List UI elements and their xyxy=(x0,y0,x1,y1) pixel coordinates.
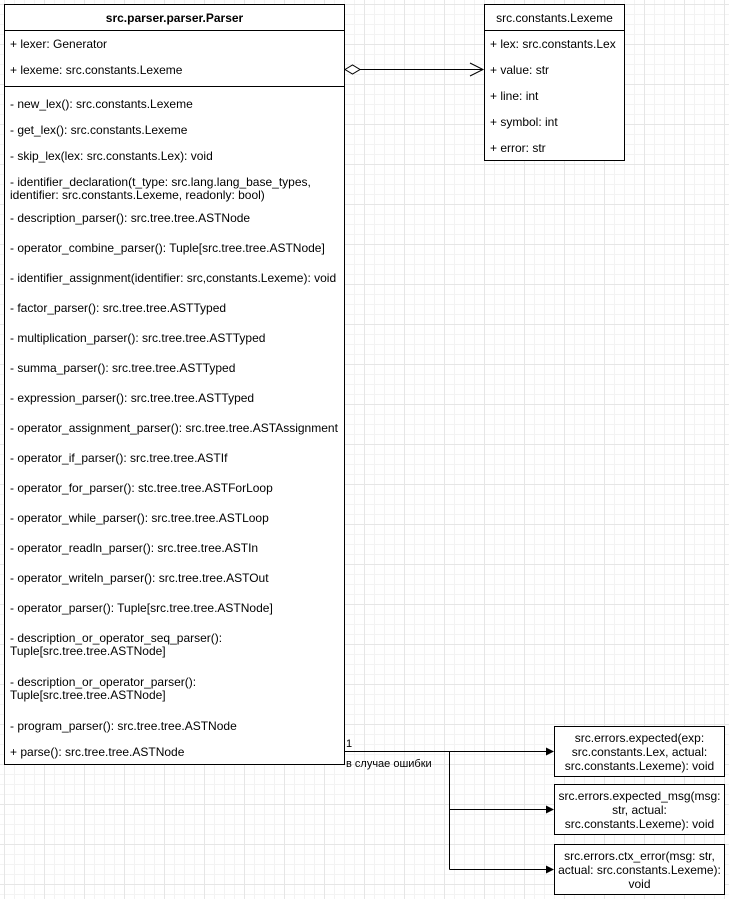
error-connector xyxy=(345,747,554,874)
parser-attribute: + lexeme: src.constants.Lexeme xyxy=(10,63,183,77)
parser-method: - operator_writeln_parser(): src.tree.tr… xyxy=(10,571,269,585)
parser-method: - description_or_operator_parser(): Tupl… xyxy=(10,675,197,702)
arrowhead xyxy=(546,865,554,874)
parser-method: - expression_parser(): src.tree.tree.AST… xyxy=(10,391,255,405)
parser-method: - description_parser(): src.tree.tree.AS… xyxy=(10,211,251,225)
parser-method: - factor_parser(): src.tree.tree.ASTType… xyxy=(10,301,227,315)
parser-method: - operator_assignment_parser(): src.tree… xyxy=(10,421,338,435)
error-expected-box[interactable]: src.errors.expected(exp: src.constants.L… xyxy=(554,726,725,777)
aggregation-diamond xyxy=(344,64,361,75)
aggregation-connector xyxy=(344,62,485,77)
parser-method: - new_lex(): src.constants.Lexeme xyxy=(10,97,193,111)
parser-method: - summa_parser(): src.tree.tree.ASTTyped xyxy=(10,361,236,375)
open-arrowhead xyxy=(469,62,485,77)
lexeme-class[interactable]: src.constants.Lexeme + lex: src.constant… xyxy=(484,4,625,161)
parser-method: - description_or_operator_seq_parser(): … xyxy=(10,631,223,658)
parser-method: - identifier_assignment(identifier: src,… xyxy=(10,271,337,285)
parser-method: - get_lex(): src.constants.Lexeme xyxy=(10,123,188,137)
lexeme-attribute: + value: str xyxy=(490,63,550,77)
parser-method: - operator_if_parser(): src.tree.tree.AS… xyxy=(10,451,228,465)
parser-method: - program_parser(): src.tree.tree.ASTNod… xyxy=(10,719,237,733)
lexeme-attribute: + symbol: int xyxy=(490,115,558,129)
parser-method: - operator_combine_parser(): Tuple[src.t… xyxy=(10,241,325,255)
multiplicity-label: 1 xyxy=(346,738,353,750)
error-condition-label: в случае ошибки xyxy=(346,758,432,770)
parser-method: - operator_while_parser(): src.tree.tree… xyxy=(10,511,269,525)
lexeme-attribute: + error: str xyxy=(490,141,546,155)
parser-method: - operator_parser(): Tuple[src.tree.tree… xyxy=(10,601,273,615)
error-expected-msg-box[interactable]: src.errors.expected_msg(msg: str, actual… xyxy=(554,784,725,835)
parser-method: - operator_readln_parser(): src.tree.tre… xyxy=(10,541,259,555)
parser-method: - multiplication_parser(): src.tree.tree… xyxy=(10,331,266,345)
parser-class-title: src.parser.parser.Parser xyxy=(5,5,344,31)
parser-method: - operator_for_parser(): stc.tree.tree.A… xyxy=(10,481,273,495)
parser-method: - identifier_declaration(t_type: src.lan… xyxy=(10,175,311,202)
error-ctx-error-box[interactable]: src.errors.ctx_error(msg: str, actual: s… xyxy=(554,844,725,895)
arrowhead xyxy=(546,805,554,814)
lexeme-attribute: + lex: src.constants.Lex xyxy=(490,37,616,51)
parser-attribute: + lexer: Generator xyxy=(10,37,108,51)
lexeme-class-title: src.constants.Lexeme xyxy=(485,5,624,31)
arrowhead xyxy=(546,747,554,756)
parser-method: + parse(): src.tree.tree.ASTNode xyxy=(10,745,185,759)
parser-class-divider xyxy=(5,86,344,87)
lexeme-attribute: + line: int xyxy=(490,89,539,103)
parser-class[interactable]: src.parser.parser.Parser + lexer: Genera… xyxy=(4,4,345,765)
parser-method: - skip_lex(lex: src.constants.Lex): void xyxy=(10,149,213,163)
